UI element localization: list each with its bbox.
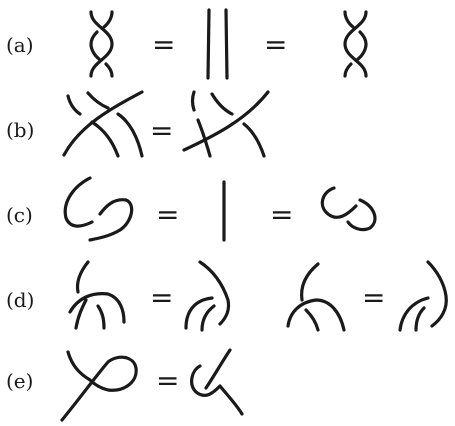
row-c-equals-2: = bbox=[270, 198, 293, 231]
strand bbox=[66, 94, 82, 116]
row-d-move1-left bbox=[68, 260, 126, 330]
row-c-loop-right bbox=[320, 186, 377, 232]
row-d-move2-left bbox=[286, 262, 346, 332]
row-a-equals-1: = bbox=[152, 28, 175, 61]
row-e-label: (e) bbox=[6, 369, 33, 393]
row-c-loop-left bbox=[63, 176, 134, 242]
row-a-braid-right bbox=[343, 10, 368, 78]
row-e-loop-right bbox=[190, 348, 244, 416]
strand bbox=[96, 304, 106, 330]
strand bbox=[184, 296, 214, 330]
strand bbox=[200, 304, 216, 332]
row-b-equals: = bbox=[150, 114, 173, 147]
strand bbox=[63, 176, 94, 228]
strand bbox=[198, 260, 231, 326]
row-d-equals-2: = bbox=[362, 281, 385, 314]
row-a-label: (a) bbox=[6, 33, 34, 57]
row-e: (e) = bbox=[6, 348, 244, 422]
strand bbox=[206, 8, 211, 80]
row-a: (a) = = bbox=[6, 8, 368, 80]
strand bbox=[89, 30, 101, 61]
strand bbox=[356, 30, 368, 61]
row-c-label: (c) bbox=[6, 203, 33, 227]
row-e-loop-left bbox=[60, 350, 138, 422]
strand bbox=[398, 296, 430, 332]
strand bbox=[90, 120, 120, 158]
row-d-move2-right bbox=[398, 260, 448, 332]
strand bbox=[60, 355, 138, 422]
strand bbox=[343, 10, 368, 78]
strand bbox=[224, 8, 229, 80]
strand bbox=[196, 118, 212, 158]
strand bbox=[62, 90, 144, 157]
strand bbox=[414, 306, 426, 332]
strand bbox=[190, 90, 196, 112]
strand bbox=[346, 198, 377, 232]
row-a-equals-2: = bbox=[264, 28, 287, 61]
row-a-braid-left bbox=[89, 10, 114, 78]
row-b-label: (b) bbox=[6, 118, 34, 142]
strand bbox=[304, 308, 320, 332]
row-d-move1-right bbox=[184, 260, 231, 332]
strand bbox=[102, 10, 114, 29]
strand bbox=[74, 298, 88, 330]
strand bbox=[182, 90, 270, 152]
row-a-parallel-strands bbox=[206, 8, 229, 80]
row-b: (b) = bbox=[6, 90, 270, 158]
strand bbox=[210, 92, 234, 116]
strand bbox=[190, 364, 244, 416]
strand bbox=[426, 260, 448, 328]
row-c: (c) = = bbox=[6, 176, 377, 242]
strand bbox=[204, 348, 232, 390]
strand bbox=[68, 292, 126, 324]
strand bbox=[75, 260, 90, 294]
strand bbox=[343, 62, 353, 78]
row-d: (d) = = bbox=[6, 260, 448, 332]
strand bbox=[104, 62, 114, 78]
strand bbox=[86, 91, 110, 110]
row-c-equals-1: = bbox=[156, 198, 179, 231]
strand bbox=[116, 112, 144, 158]
row-e-equals: = bbox=[156, 364, 179, 397]
strand bbox=[242, 122, 266, 158]
strand bbox=[343, 10, 355, 29]
strand bbox=[300, 262, 320, 302]
row-d-equals-1: = bbox=[150, 281, 173, 314]
strand bbox=[88, 198, 134, 242]
strand bbox=[89, 10, 114, 78]
strand bbox=[66, 350, 92, 382]
row-b-braid-left bbox=[62, 90, 144, 158]
strand bbox=[320, 186, 358, 219]
strand bbox=[286, 298, 346, 332]
row-d-label: (d) bbox=[6, 288, 34, 312]
row-b-braid-right bbox=[182, 90, 270, 158]
